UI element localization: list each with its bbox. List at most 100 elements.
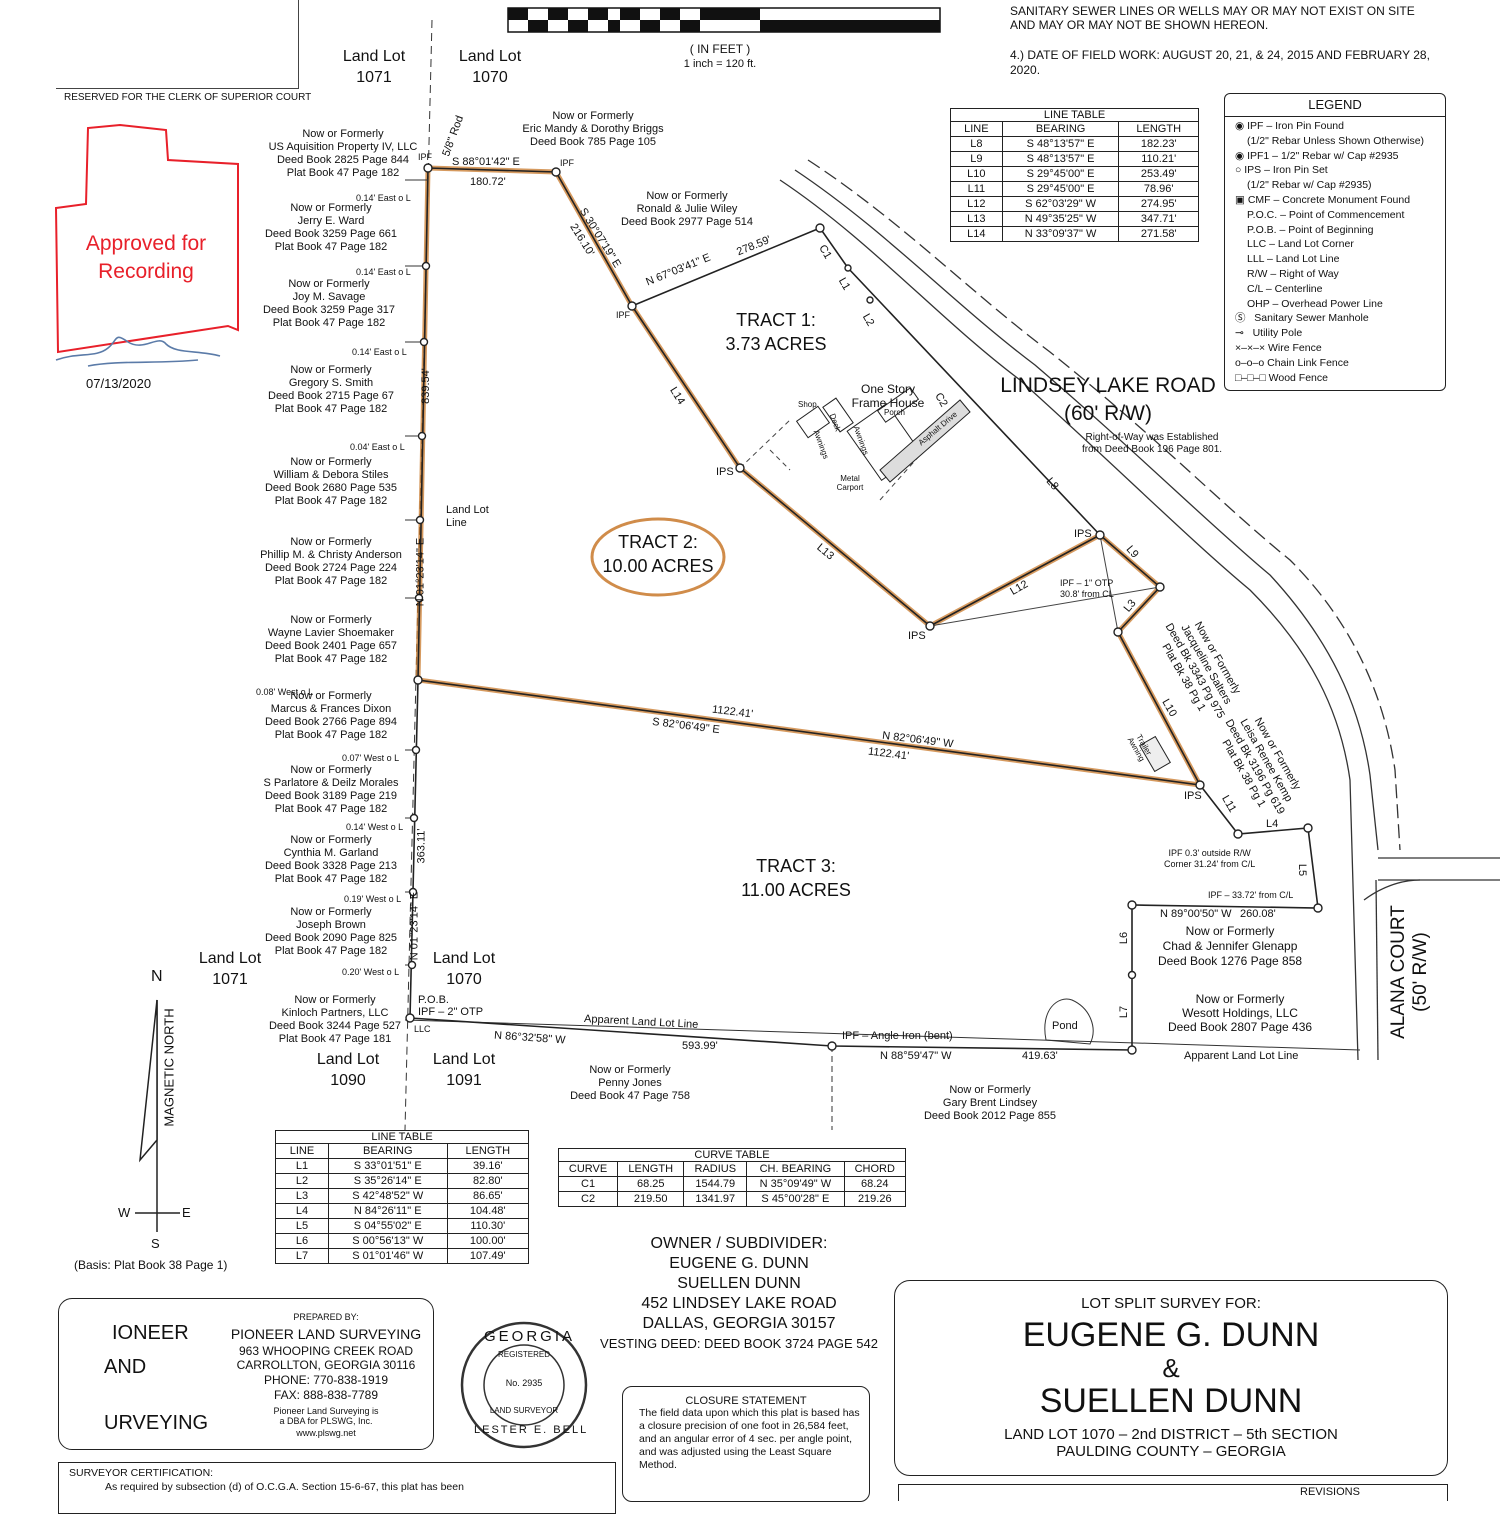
point-label: IPF <box>560 158 575 168</box>
owner-label: Now or Formerly Gary Brent Lindsey Deed … <box>923 1084 1057 1122</box>
owner-label: Now or Formerly Kinloch Partners, LLC De… <box>268 994 402 1045</box>
lindsey-lake-road <box>779 159 1500 1061</box>
tract-2-highlight <box>590 517 726 597</box>
pond <box>1044 998 1094 1045</box>
owner-label: Now or Formerly Joseph Brown Deed Book 2… <box>264 906 398 957</box>
east-label: E <box>182 1205 191 1220</box>
cell: S 35°26'14" E <box>327 1173 448 1189</box>
west-label: W <box>118 1205 131 1220</box>
legend-item: ▣ CMF – Concrete Monument Found <box>1235 193 1445 208</box>
land-lot-label: Land Lot 1090 <box>316 1051 380 1089</box>
legend-text: LLC – Land Lot Corner <box>1247 238 1354 251</box>
call-bearing: N 01°23'14" E <box>408 891 421 961</box>
cell: 78.96' <box>1118 181 1199 197</box>
seal-state: GEORGIA <box>484 1328 576 1345</box>
logo-word: AND <box>104 1356 147 1378</box>
legend-box: LEGEND ◉ IPF – Iron Pin Found (1/2" Reba… <box>1224 93 1446 391</box>
owner-label: Now or Formerly US Aquisition Property I… <box>268 128 418 179</box>
legend-text: LLL – Land Lot Line <box>1247 253 1340 266</box>
certification-title: SURVEYOR CERTIFICATION: <box>69 1467 214 1479</box>
owner-label: Now or Formerly Wesott Holdings, LLC Dee… <box>1167 992 1313 1034</box>
legend-text: Utility Pole <box>1252 327 1303 340</box>
offset-label: 0.07' West o L <box>342 753 400 763</box>
call-distance: 839.54' <box>419 368 432 404</box>
clerk-reserved-box <box>56 0 299 89</box>
cell: 1544.79 <box>683 1176 748 1192</box>
tract-1-boundary <box>631 227 1101 536</box>
cell: S 33°01'51" E <box>327 1158 448 1174</box>
cell: 107.49' <box>446 1248 530 1264</box>
line-label: L5 <box>1296 863 1309 877</box>
cell: L4 <box>275 1203 329 1219</box>
south-label: S <box>151 1236 160 1251</box>
line-label: L7 <box>1118 1005 1131 1019</box>
point-label: IPS <box>716 466 734 478</box>
asphalt-drive <box>879 399 971 483</box>
cell: N 84°26'11" E <box>327 1203 448 1219</box>
cmf-icon: ▣ <box>1235 193 1245 206</box>
company-name: PIONEER LAND SURVEYING <box>230 1326 422 1342</box>
legend-item: LLL – Land Lot Line <box>1235 252 1445 267</box>
wood-fence-icon: □–□–□ <box>1235 371 1266 384</box>
legend-item: (1/2" Rebar w/ Cap #2935) <box>1235 178 1445 193</box>
land-lot-label: Land Lot 1071 <box>342 48 406 86</box>
cell: L6 <box>275 1233 329 1249</box>
title-block: LOT SPLIT SURVEY FOR: EUGENE G. DUNN & S… <box>894 1280 1448 1476</box>
pond-label: Pond <box>1052 1020 1078 1032</box>
closure-title: CLOSURE STATEMENT <box>685 1395 807 1407</box>
legend-item: ◉ IPF – Iron Pin Found <box>1235 119 1445 134</box>
house-label: One Story Frame House <box>851 382 925 410</box>
col-curve: CURVE <box>557 1161 619 1177</box>
note-3-tail: SANITARY SEWER LINES OR WELLS MAY OR MAY… <box>1010 4 1415 32</box>
call-bearing: S 88°01'42" E <box>452 156 520 168</box>
line-label: L4 <box>1266 818 1279 830</box>
curve-table: CURVE TABLE CURVE LENGTH RADIUS CH. BEAR… <box>557 1148 907 1207</box>
road-row: (60' R/W) <box>1063 402 1152 425</box>
legend-text: (1/2" Rebar Unless Shown Otherwise) <box>1247 134 1425 147</box>
legend-item: (1/2" Rebar Unless Shown Otherwise) <box>1235 134 1445 149</box>
line-label: L6 <box>1118 931 1131 945</box>
curve-table-title: CURVE TABLE <box>558 1148 906 1161</box>
owner-label: Now or Formerly Gregory S. Smith Deed Bo… <box>268 364 394 415</box>
tract-2-boundary <box>415 165 1205 789</box>
house <box>795 387 1171 773</box>
cell: 39.16' <box>446 1158 530 1174</box>
seal-registered: REGISTERED <box>497 1350 550 1359</box>
legend-text: Wire Fence <box>1268 341 1322 354</box>
legend-text: IPF1 – 1/2" Rebar w/ Cap #2935 <box>1247 149 1399 162</box>
legend-item: ⊸ Utility Pole <box>1235 326 1445 341</box>
approval-stamp-text: Approved for Recording <box>85 232 207 283</box>
cell: N 35°09'49" W <box>746 1176 845 1192</box>
cell: S 00°56'13" W <box>327 1233 448 1249</box>
company-web: www.plswg.net <box>296 1428 356 1438</box>
clerk-reserved-label: RESERVED FOR THE CLERK OF SUPERIOR COURT <box>64 92 312 103</box>
cell: 219.26 <box>843 1191 907 1207</box>
sewer-manhole-icon: Ⓢ <box>1235 312 1246 325</box>
road-row-note: Right-of-Way was Established from Deed B… <box>1081 432 1223 455</box>
cell: L2 <box>275 1173 329 1189</box>
call-bearing: N 01°23'14" E <box>414 537 427 607</box>
company-phone: PHONE: 770-838-1919 <box>263 1373 389 1387</box>
ipf-icon: ◉ <box>1235 120 1245 132</box>
ips-icon: ○ <box>1235 164 1242 177</box>
scale-bar <box>507 7 941 33</box>
land-lot-label: Land Lot 1070 <box>432 950 496 988</box>
cell: 110.30' <box>446 1218 530 1234</box>
cell: S 01°01'46" W <box>327 1248 448 1264</box>
ipf-otp-label: IPF – 1" OTP 30.8' from CL <box>1060 578 1114 599</box>
company-fax: FAX: 888-838-7789 <box>273 1388 379 1402</box>
owner-label: Now or Formerly Penny Jones Deed Book 47… <box>570 1064 690 1102</box>
legend-text: Wood Fence <box>1268 371 1328 384</box>
cell: 1341.97 <box>683 1191 748 1207</box>
cell: 86.65' <box>446 1188 530 1204</box>
title-location-2: PAULDING COUNTY – GEORGIA <box>1056 1443 1286 1460</box>
cell: 219.50 <box>617 1191 685 1207</box>
offset-label: 0.04' East o L <box>350 442 405 452</box>
